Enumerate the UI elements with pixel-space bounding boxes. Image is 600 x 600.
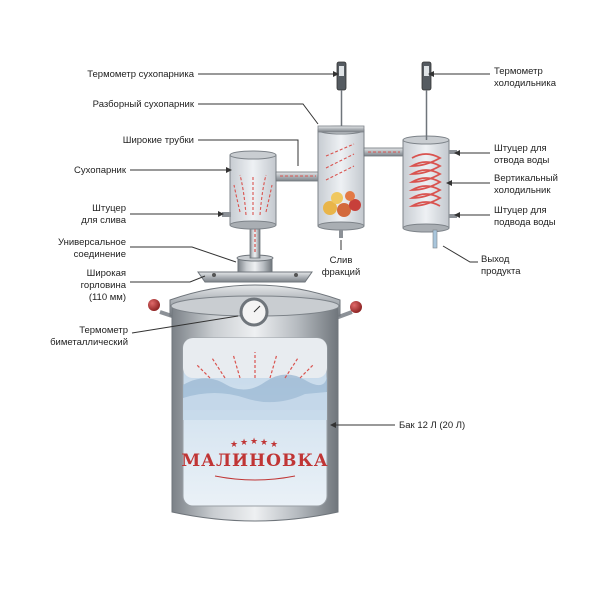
drain-fitting <box>222 212 231 217</box>
dry-steamer-bottom <box>229 220 277 230</box>
water-out-fitting <box>449 150 457 154</box>
brand-stars: ★ ★ ★ ★ ★ <box>230 437 278 450</box>
star-icon: ★ <box>270 440 278 450</box>
collapsible-steam <box>325 143 355 181</box>
star-icon: ★ <box>250 437 258 447</box>
lid-bolt <box>294 273 298 277</box>
vertical-cooler <box>402 135 457 249</box>
tank-handle-knob-right <box>350 301 362 313</box>
label-water-out-line1: Штуцер для <box>494 143 547 154</box>
label-neck-line1: Широкая <box>87 268 126 279</box>
label-product-out-line2: продукта <box>481 266 521 277</box>
tank-water-wave-2 <box>183 392 327 420</box>
collapsible-lid <box>317 125 365 133</box>
label-bimetal-line1: Термометр <box>79 325 128 336</box>
star-icon: ★ <box>240 438 248 448</box>
thermometer-icon <box>421 61 432 140</box>
water-in-fitting <box>449 214 457 218</box>
fraction-drain <box>339 230 343 238</box>
tank-handle-knob-left <box>148 299 160 311</box>
collapsible-dry-steamer <box>317 125 365 238</box>
leader-arrowheads <box>218 71 460 428</box>
label-thermometer-cooler-line2: холодильника <box>494 78 557 89</box>
fruit-filling <box>323 191 361 217</box>
lid-bolt <box>212 273 216 277</box>
label-neck-line2: горловина <box>81 280 127 291</box>
labels-left: Термометр сухопарника Разборный сухопарн… <box>50 69 195 348</box>
label-water-in-line1: Штуцер для <box>494 205 547 216</box>
label-dry-steamer: Сухопарник <box>74 165 127 176</box>
thermometer-icon <box>336 61 347 126</box>
label-fraction-drain-line1: Слив <box>330 255 353 266</box>
label-fraction-drain-line2: фракций <box>322 267 361 278</box>
label-bimetal-line2: биметаллический <box>50 337 128 348</box>
leader-lines <box>130 73 490 426</box>
labels-right: Термометр холодильника Штуцер для отвода… <box>322 66 558 431</box>
product-outlet <box>432 229 438 249</box>
cooler-coil <box>408 153 442 207</box>
label-water-out-line2: отвода воды <box>494 155 549 166</box>
label-drain-fitting-line2: для слива <box>81 215 126 226</box>
label-vertical-cooler-line2: холодильник <box>494 185 551 196</box>
dry-steamer <box>222 150 277 230</box>
label-universal-line1: Универсальное <box>58 237 126 248</box>
label-drain-fitting-line1: Штуцер <box>92 203 126 214</box>
brand-logo: МАЛИНОВКА <box>181 451 328 471</box>
brand-flourish <box>214 475 296 481</box>
label-neck-line3: (110 мм) <box>89 292 126 303</box>
tank: ★ ★ ★ ★ ★ МАЛИНОВКА <box>148 254 362 522</box>
label-thermometer-cooler-line1: Термометр <box>494 66 543 77</box>
star-icon: ★ <box>230 440 238 450</box>
dry-steamer-top <box>229 150 277 160</box>
label-product-out-line1: Выход <box>481 254 510 265</box>
label-thermometer-dry-steamer: Термометр сухопарника <box>87 69 194 80</box>
collapsible-bottom <box>317 221 365 231</box>
tank-steam-arrows <box>195 352 315 379</box>
gauge-needle <box>253 305 261 313</box>
tank-lid <box>197 271 313 283</box>
dry-steamer-steam <box>233 174 273 216</box>
label-tank: Бак 12 Л (20 Л) <box>399 420 465 431</box>
label-wide-tubes: Широкие трубки <box>123 135 194 146</box>
cooler-bottom <box>402 223 450 233</box>
label-vertical-cooler-line1: Вертикальный <box>494 173 558 184</box>
label-water-in-line2: подвода воды <box>494 217 556 228</box>
star-icon: ★ <box>260 438 268 448</box>
label-universal-line2: соединение <box>74 249 126 260</box>
label-collapsible-dry-steamer: Разборный сухопарник <box>93 99 195 110</box>
